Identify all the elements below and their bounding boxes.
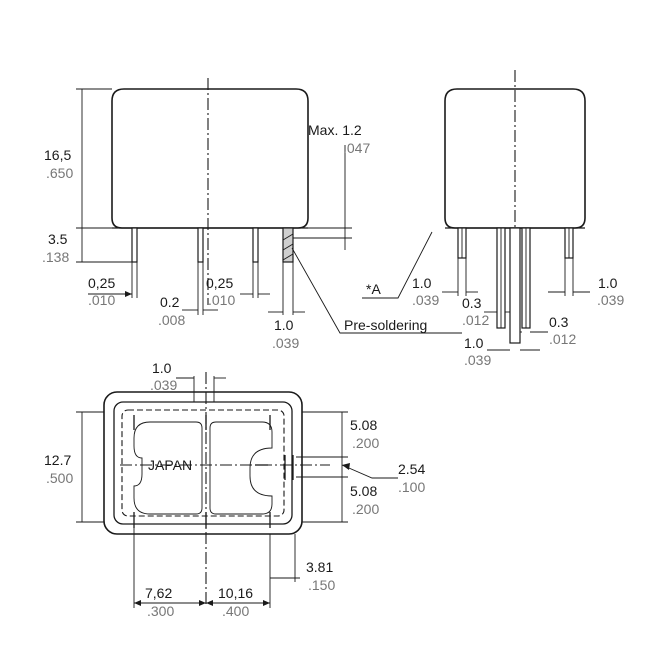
front-pin-gap-inch: .008 xyxy=(158,312,185,328)
front-max-mm: Max. 1.2 xyxy=(308,122,362,138)
bottom-row-lower-mm: 5.08 xyxy=(350,483,377,499)
side-pin-mid-b-inch: .039 xyxy=(464,352,491,368)
bottom-left-pad xyxy=(133,421,203,515)
side-pin-left-inch: .039 xyxy=(412,292,439,308)
front-pin xyxy=(197,227,204,263)
front-pin xyxy=(252,227,259,263)
detail-a-leader xyxy=(362,231,433,299)
front-pin-pitch-inch: .039 xyxy=(272,335,299,351)
front-pin-length-mm: 3.5 xyxy=(48,231,68,247)
bottom-marking: JAPAN xyxy=(148,457,192,473)
bottom-row-upper-mm: 5.08 xyxy=(350,417,377,433)
front-max-inch: .047 xyxy=(343,140,370,156)
front-height-inch: .650 xyxy=(46,165,73,181)
bottom-outer-outline xyxy=(103,391,303,535)
bottom-row-center-leader xyxy=(341,464,398,479)
side-pin-mid-a-mm: 0.3 xyxy=(462,295,482,311)
bottom-right-pad xyxy=(209,421,273,515)
front-view: 16,5 .650 3.5 .138 Max. 1.2 .047 0,25 .0… xyxy=(42,78,462,351)
side-pin-right-inch: .039 xyxy=(597,292,624,308)
bottom-col-right-mm: 10,16 xyxy=(218,585,253,601)
bottom-inner-outline xyxy=(113,401,293,525)
bottom-row-center-mm: 2.54 xyxy=(398,461,425,477)
bottom-col-left-inch: .300 xyxy=(147,603,174,619)
bottom-height-mm: 12.7 xyxy=(44,452,71,468)
bottom-row-lower-inch: .200 xyxy=(352,501,379,517)
front-height-mm: 16,5 xyxy=(44,147,71,163)
front-pin-length-inch: .138 xyxy=(42,249,69,265)
bottom-top-offset-inch: .039 xyxy=(150,377,177,393)
bottom-col-right-inch: .400 xyxy=(222,603,249,619)
front-pin xyxy=(131,227,138,263)
front-pin-gap-mm: 0.2 xyxy=(160,294,180,310)
front-pin-width-b-mm: 0,25 xyxy=(206,275,233,291)
side-pin-right-mm: 1.0 xyxy=(598,275,618,291)
side-pin-mid-a-inch: .012 xyxy=(462,312,489,328)
side-pin-left-mm: 1.0 xyxy=(412,275,432,291)
front-pin-width-a-inch: .010 xyxy=(88,292,115,308)
side-pin-mid-c-mm: 0.3 xyxy=(549,314,569,330)
detail-a-label: *A xyxy=(366,281,381,297)
bottom-col-left-mm: 7,62 xyxy=(145,585,172,601)
bottom-right-offset-mm: 3.81 xyxy=(306,559,333,575)
front-pin-width-b-inch: .010 xyxy=(208,292,235,308)
side-view: *A 1.0 .039 0.3 .012 1.0 .039 0.3 .012 1… xyxy=(362,70,624,368)
bottom-row-upper-inch: .200 xyxy=(352,435,379,451)
front-relay-body xyxy=(111,88,309,229)
pre-soldering-leader xyxy=(291,247,462,334)
side-pin-mid-b-mm: 1.0 xyxy=(464,335,484,351)
bottom-pin-area xyxy=(121,409,285,517)
front-pre-soldering-pin xyxy=(282,227,294,263)
bottom-top-offset-mm: 1.0 xyxy=(152,360,172,376)
bottom-height-inch: .500 xyxy=(46,470,73,486)
pre-soldering-label: Pre-soldering xyxy=(344,317,427,333)
bottom-row-center-inch: .100 xyxy=(398,479,425,495)
front-pin-width-a-mm: 0,25 xyxy=(88,275,115,291)
side-pin xyxy=(509,227,521,344)
front-pin-pitch-mm: 1.0 xyxy=(274,317,294,333)
bottom-view: JAPAN 1.0 .039 12.7 .500 5.08 .200 xyxy=(44,360,425,619)
bottom-right-offset-inch: .150 xyxy=(308,577,335,593)
side-pin-mid-c-inch: .012 xyxy=(549,331,576,347)
